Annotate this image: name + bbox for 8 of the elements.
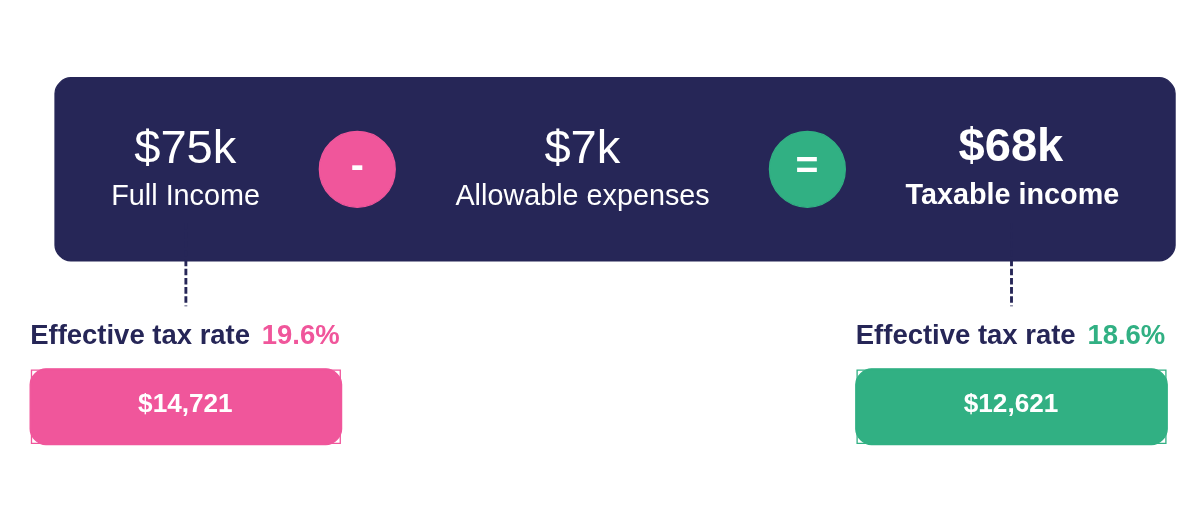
node-text: $75k Full Income [111, 118, 260, 211]
node-label: Effective tax rate 18.6% [855, 318, 1166, 350]
cluster [54, 76, 1176, 262]
node-circle: = [768, 130, 846, 208]
node-text: $68k Taxable income [905, 117, 1120, 210]
node-label: Effective tax rate 19.6% [30, 318, 340, 350]
node-text: $7k Allowable expenses [455, 118, 710, 211]
node-circle: - [318, 130, 396, 208]
